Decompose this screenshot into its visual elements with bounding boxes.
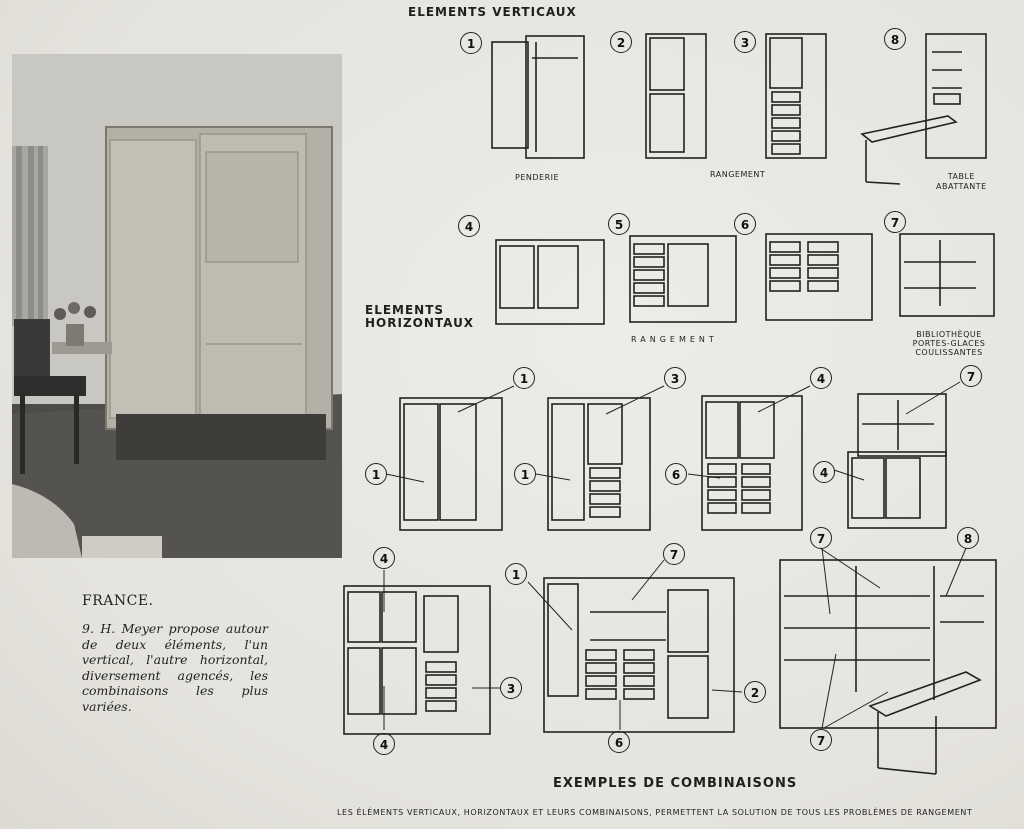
combo-number-1: 1 xyxy=(505,563,527,585)
vertical-element-3-drawing xyxy=(765,33,827,159)
vertical-element-2-drawing xyxy=(645,33,707,159)
combo-number-6: 6 xyxy=(665,463,687,485)
combination-3-drawing xyxy=(701,395,803,531)
combo-number-7: 7 xyxy=(810,729,832,751)
combo-number-1: 1 xyxy=(514,463,536,485)
label-table-line1: TABLE xyxy=(947,172,975,181)
combo-number-4: 4 xyxy=(813,461,835,483)
vertical-element-8-drawing xyxy=(860,33,987,185)
label-table-line2: ABATTANTE xyxy=(936,182,987,191)
vertical-element-penderie-drawing xyxy=(491,35,585,159)
element-number-4: 4 xyxy=(458,215,480,237)
label-rangement-vertical: RANGEMENT xyxy=(710,170,766,179)
element-number-8: 8 xyxy=(884,28,906,50)
element-number-6: 6 xyxy=(734,213,756,235)
horizontal-title-line1: ELEMENTS xyxy=(365,303,445,317)
combo-number-1: 1 xyxy=(365,463,387,485)
horizontal-element-4-drawing xyxy=(495,239,605,325)
horizontal-elements-title: ELEMENTS HORIZONTAUX xyxy=(365,304,474,330)
horizontal-element-5-drawing xyxy=(629,235,737,323)
combo-number-7: 7 xyxy=(663,543,685,565)
combo-number-7: 7 xyxy=(960,365,982,387)
combo-number-2: 2 xyxy=(744,681,766,703)
footer-note: LES ÉLÉMENTS VERTICAUX, HORIZONTAUX ET L… xyxy=(337,808,973,817)
label-table-abattante: TABLE ABATTANTE xyxy=(936,172,987,192)
combo-number-7: 7 xyxy=(810,527,832,549)
combination-7-drawing xyxy=(779,559,997,775)
combination-1-drawing xyxy=(399,397,503,531)
label-biblio-line2: PORTES-GLACES COULISSANTES xyxy=(912,339,986,357)
combo-number-3: 3 xyxy=(500,677,522,699)
horizontal-element-6-drawing xyxy=(765,233,873,321)
combination-6-drawing xyxy=(543,577,735,733)
combo-number-1: 1 xyxy=(513,367,535,389)
combinations-title: EXEMPLES DE COMBINAISONS xyxy=(553,776,798,791)
combination-5-drawing xyxy=(343,585,491,735)
wardrobe-photo-drawing xyxy=(12,54,342,558)
combo-number-6: 6 xyxy=(608,731,630,753)
combo-number-3: 3 xyxy=(664,367,686,389)
caption-text: 9. H. Meyer propose autour de deux éléme… xyxy=(82,621,268,714)
combo-number-4: 4 xyxy=(810,367,832,389)
vertical-elements-title: ELEMENTS VERTICAUX xyxy=(408,5,577,19)
combo-number-8: 8 xyxy=(957,527,979,549)
label-bibliotheque: BIBLIOTHÈQUE PORTES-GLACES COULISSANTES xyxy=(878,330,1020,357)
label-biblio-line1: BIBLIOTHÈQUE xyxy=(916,330,982,339)
element-number-7: 7 xyxy=(884,211,906,233)
caption-country: FRANCE. xyxy=(82,593,154,609)
element-number-5: 5 xyxy=(608,213,630,235)
wardrobe-photo xyxy=(12,54,342,558)
combination-2-drawing xyxy=(547,397,651,531)
label-rangement-horizontal: RANGEMENT xyxy=(631,335,718,344)
element-number-1: 1 xyxy=(460,32,482,54)
label-penderie: PENDERIE xyxy=(515,173,560,182)
combo-number-4: 4 xyxy=(373,733,395,755)
combo-number-4: 4 xyxy=(373,547,395,569)
leader-lines xyxy=(383,381,967,730)
horizontal-title-line2: HORIZONTAUX xyxy=(365,316,475,330)
combination-4-drawing xyxy=(847,393,947,529)
horizontal-element-7-drawing xyxy=(899,233,995,317)
element-number-2: 2 xyxy=(610,31,632,53)
element-number-3: 3 xyxy=(734,31,756,53)
